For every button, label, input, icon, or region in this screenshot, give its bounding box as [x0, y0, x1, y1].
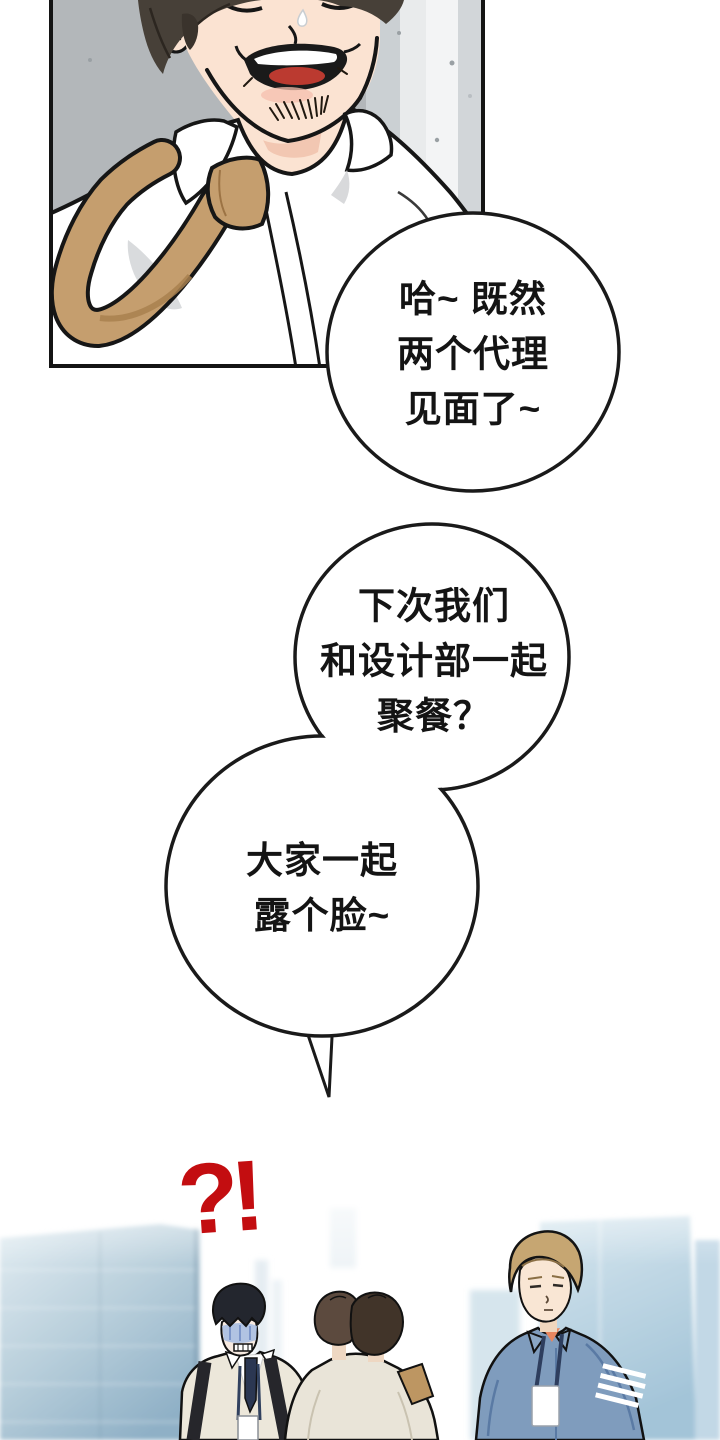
- sweat-drop: [297, 8, 308, 27]
- blond-lanyard: [534, 1333, 564, 1391]
- laughing-mouth: [234, 42, 362, 91]
- speech-text-3: 大家一起 露个脸~: [246, 833, 398, 943]
- speech-line: 见面了~: [404, 388, 542, 430]
- shoulder-strap-tan: [396, 1362, 435, 1406]
- id-badge: [237, 1415, 259, 1440]
- back-hair-right: [349, 1291, 405, 1356]
- closed-eye-left: [227, 4, 263, 13]
- shirt-placket: [262, 191, 322, 368]
- bag-straps: [186, 1356, 293, 1440]
- blush: [261, 87, 313, 103]
- speech-line: 下次我们: [358, 585, 510, 627]
- speech-line: 聚餐？: [377, 695, 491, 737]
- blond-id-badge: [531, 1385, 560, 1427]
- shocked-man-hair: [211, 1282, 267, 1328]
- speech-line: 两个代理: [397, 333, 549, 375]
- face: [180, 0, 380, 144]
- speech-line: 大家一起: [246, 840, 398, 881]
- fog-overlay: [0, 1150, 720, 1265]
- back-view-pair: [283, 1290, 440, 1440]
- shocked-man: [178, 1282, 312, 1440]
- hair: [138, 0, 404, 74]
- blond-eyes: [529, 1283, 564, 1289]
- speech-text-2: 下次我们 和设计部一起 聚餐？: [320, 579, 548, 744]
- sfx-shock: ?!: [174, 1139, 261, 1257]
- speech-bubble-3-tail: [300, 1015, 335, 1098]
- sleeve-stripes: [595, 1363, 647, 1408]
- nose: [287, 24, 298, 45]
- shocked-man-tie: [244, 1357, 258, 1414]
- lanyard-cord: [236, 1363, 262, 1421]
- speech-line: 哈~ 既然: [399, 278, 547, 320]
- goatee: [243, 67, 348, 121]
- corridor-left-pillar: [0, 1224, 200, 1440]
- speech-text-1: 哈~ 既然 两个代理 见面了~: [397, 272, 549, 437]
- collar: [171, 108, 394, 206]
- speech-line: 和设计部一起: [320, 640, 548, 682]
- speech-line: 露个脸~: [253, 895, 391, 936]
- panel-office-corridor: [0, 1150, 720, 1440]
- blond-hair: [508, 1230, 584, 1294]
- blond-man: [474, 1230, 647, 1440]
- tan-tie: [49, 138, 271, 349]
- tie-knot: [205, 155, 271, 231]
